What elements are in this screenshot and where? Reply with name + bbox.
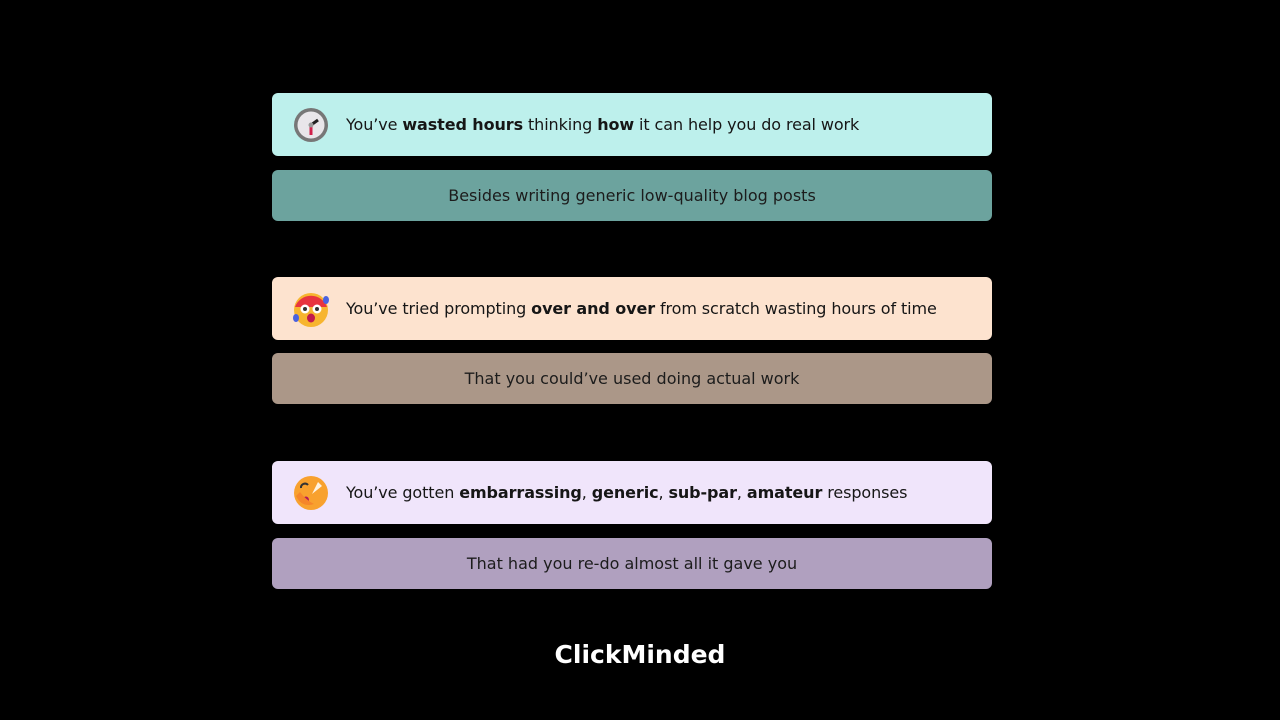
statement-card-1: You’ve wasted hours thinking how it can … xyxy=(272,93,992,156)
consequence-card-2: That you could’ve used doing actual work xyxy=(272,353,992,404)
consequence-text: That had you re-do almost all it gave yo… xyxy=(466,554,798,573)
consequence-card-3: That had you re-do almost all it gave yo… xyxy=(272,538,992,589)
anxious-face-icon xyxy=(293,292,329,327)
statement-text: You’ve wasted hours thinking how it can … xyxy=(346,115,860,134)
consequence-text: Besides writing generic low-quality blog… xyxy=(448,186,816,205)
statement-text: You’ve gotten embarrassing, generic, sub… xyxy=(346,483,908,502)
consequence-card-1: Besides writing generic low-quality blog… xyxy=(272,170,992,221)
clock-icon xyxy=(294,107,328,142)
face-with-hand-over-mouth-icon xyxy=(294,475,328,510)
consequence-text: That you could’ve used doing actual work xyxy=(464,369,800,388)
statement-card-3: You’ve gotten embarrassing, generic, sub… xyxy=(272,461,992,524)
statement-text: You’ve tried prompting over and over fro… xyxy=(346,299,937,318)
statement-card-2: You’ve tried prompting over and over fro… xyxy=(272,277,992,340)
brand-logo-text: ClickMinded xyxy=(554,640,726,669)
